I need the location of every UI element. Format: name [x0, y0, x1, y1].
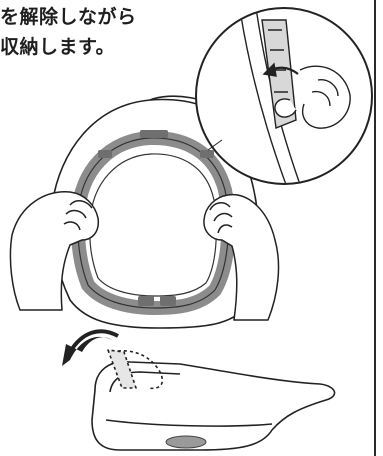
stow-direction-arrow — [62, 329, 119, 366]
caption-line-2: 収納します。 — [0, 36, 116, 58]
right-hand-drawing — [203, 194, 280, 321]
left-hand-drawing — [9, 191, 100, 311]
right-margin-rule — [374, 0, 376, 456]
detail-magnifier — [195, 7, 373, 185]
caption-line-1: を解除しながら — [0, 6, 137, 28]
instruction-caption: を解除しながら 収納します。 — [0, 2, 200, 62]
helmet-profile-drawing — [91, 349, 336, 451]
harness-band — [70, 130, 236, 316]
